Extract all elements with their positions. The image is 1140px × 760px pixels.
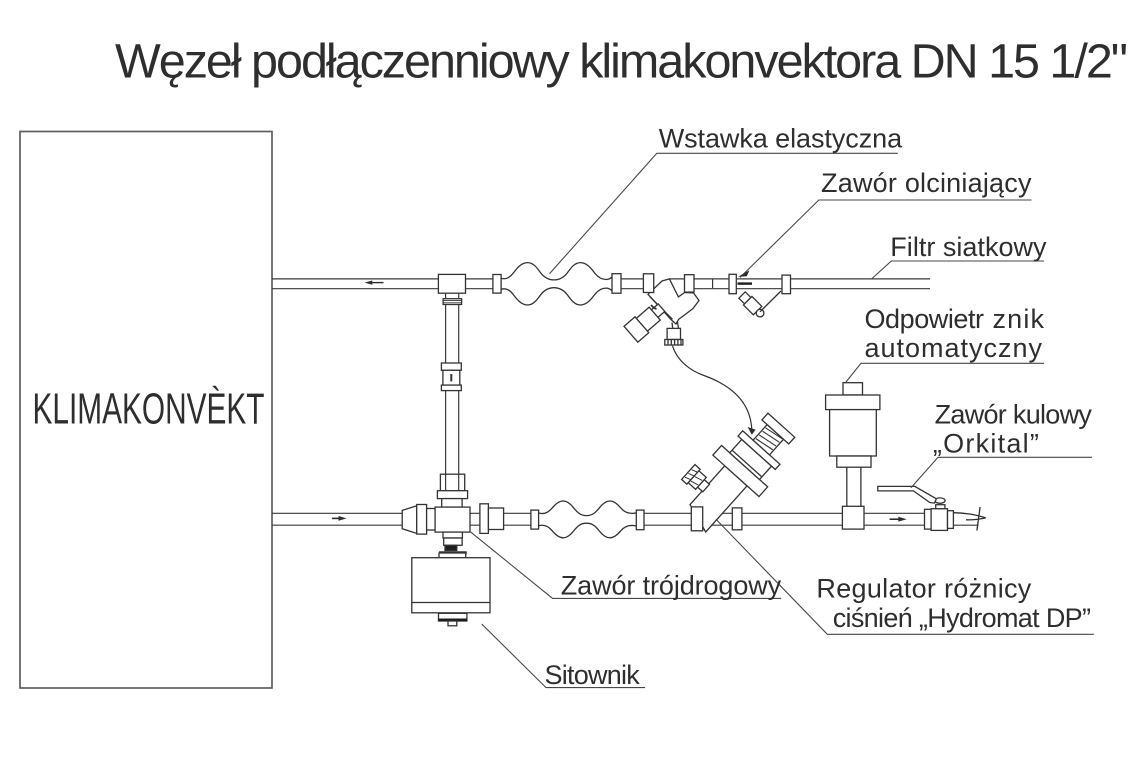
svg-text:Zawór trójdrogowy: Zawór trójdrogowy: [561, 571, 782, 601]
svg-text:Sitownik: Sitownik: [545, 660, 641, 690]
svg-text:Zawór olciniający: Zawór olciniający: [821, 168, 1032, 198]
svg-text:„Orkital”: „Orkital”: [933, 429, 1039, 459]
svg-text:automatyczny: automatyczny: [865, 333, 1043, 363]
svg-text:Zawór kulowy: Zawór kulowy: [935, 400, 1093, 430]
svg-text:Węzeł podłączenniowy klimakonv: Węzeł podłączenniowy klimakonvektora DN …: [115, 35, 1128, 89]
svg-text:ciśnień „Hydromat DP”: ciśnień „Hydromat DP”: [833, 603, 1091, 633]
svg-text:Wstawka elastyczna: Wstawka elastyczna: [659, 124, 903, 154]
svg-text:Filtr siatkowy: Filtr siatkowy: [890, 232, 1047, 262]
svg-text:KLIMAKONVÈKT: KLIMAKONVÈKT: [33, 385, 265, 434]
svg-text:znik: znik: [993, 304, 1045, 334]
svg-text:Odpowietr: Odpowietr: [865, 304, 985, 334]
svg-text:Regulator różnicy: Regulator różnicy: [816, 574, 1031, 604]
